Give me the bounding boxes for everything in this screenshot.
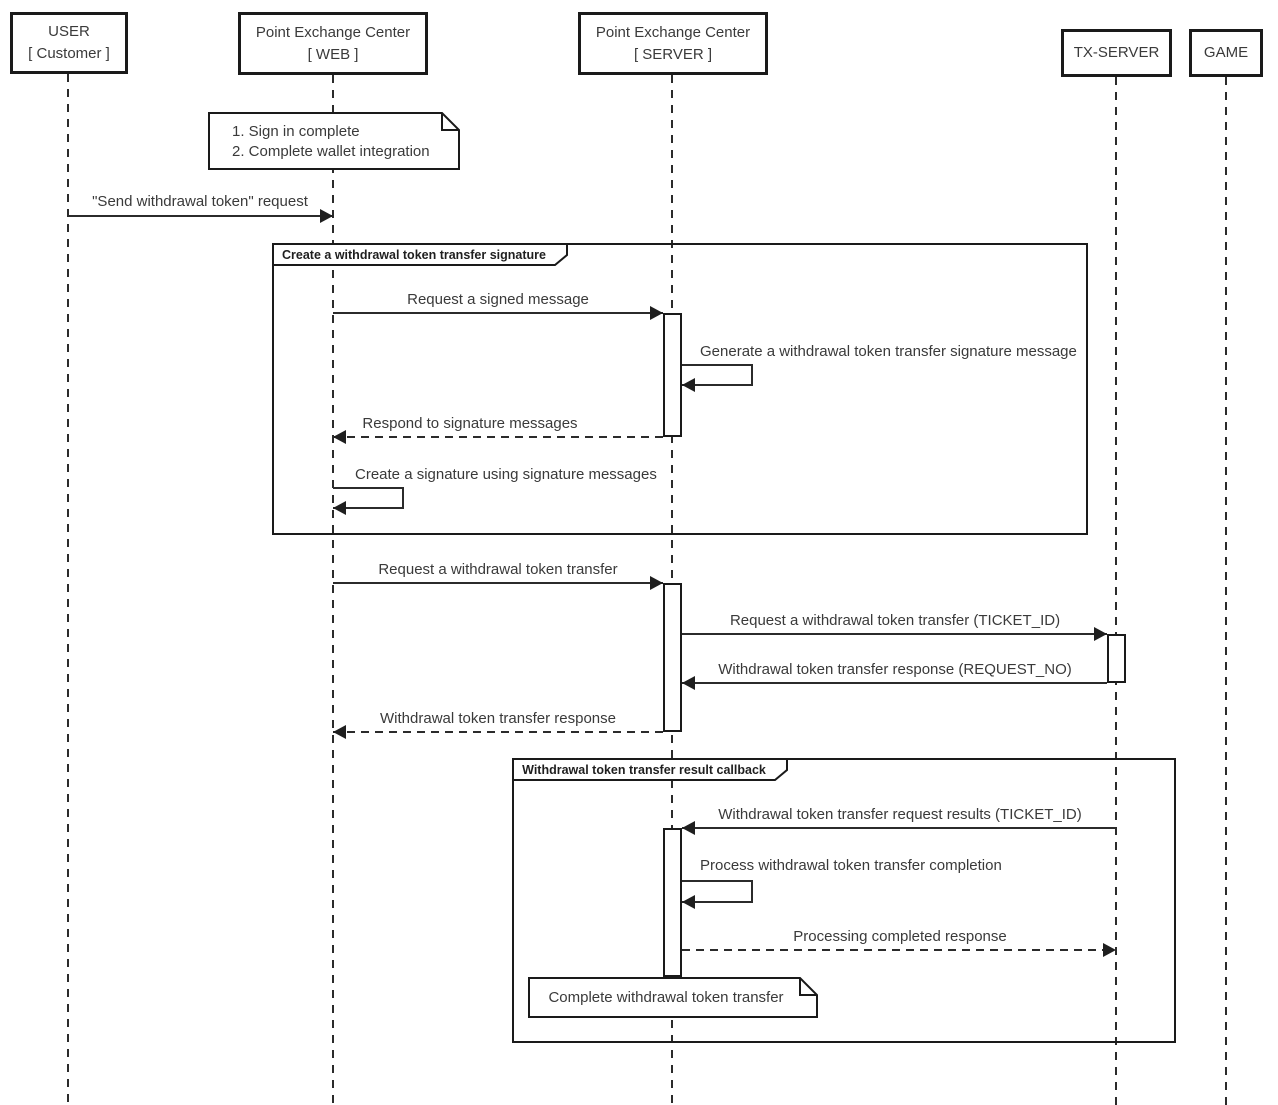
actor-name: TX-SERVER — [1073, 44, 1160, 62]
actor-user: USER [ Customer ] — [10, 12, 128, 74]
actor-name: GAME — [1203, 44, 1249, 62]
note-complete-transfer: Complete withdrawal token transfer — [528, 977, 818, 1018]
note-shape-icon — [208, 112, 460, 170]
fragment-result-callback: Withdrawal token transfer result callbac… — [512, 758, 1176, 1043]
actor-name: Point Exchange Center — [595, 23, 751, 41]
actor-name: Point Exchange Center — [255, 23, 411, 41]
actor-tx-server: TX-SERVER — [1061, 29, 1172, 77]
actor-sub: [ WEB ] — [307, 45, 359, 63]
message-label: Withdrawal token transfer response (REQU… — [718, 661, 1072, 678]
fragment-tab-icon — [512, 758, 788, 781]
message-line — [68, 215, 333, 217]
actor-game: GAME — [1189, 29, 1263, 77]
message-label: Withdrawal token transfer response — [380, 710, 616, 727]
lifeline-pec-web — [332, 75, 334, 1105]
activation-tx-server — [1107, 634, 1126, 683]
activation-server-3 — [663, 828, 682, 977]
arrowhead-left-icon — [333, 725, 346, 739]
lifeline-user — [67, 74, 69, 1105]
actor-name: USER — [48, 23, 90, 41]
actor-sub: [ SERVER ] — [633, 45, 713, 63]
arrowhead-right-icon — [1094, 627, 1107, 641]
note-shape-icon — [528, 977, 818, 1018]
actor-pec-server: Point Exchange Center [ SERVER ] — [578, 12, 768, 75]
fragment-tab-icon — [272, 243, 568, 266]
activation-server-2 — [663, 583, 682, 732]
actor-pec-web: Point Exchange Center [ WEB ] — [238, 12, 428, 75]
message-label: Request a withdrawal token transfer (TIC… — [729, 612, 1061, 629]
lifeline-game — [1225, 77, 1227, 1105]
note-text: Complete withdrawal token transfer — [528, 977, 818, 1018]
message-line — [333, 582, 663, 584]
lifeline-tx-server — [1115, 77, 1117, 1105]
message-line — [682, 633, 1107, 635]
note-precondition: 1. Sign in complete 2. Complete wallet i… — [208, 112, 460, 170]
message-line — [682, 682, 1107, 684]
actor-sub: [ Customer ] — [28, 45, 110, 62]
activation-server-1 — [663, 313, 682, 437]
fragment-label: Withdrawal token transfer result callbac… — [522, 762, 766, 777]
note-line: Complete withdrawal token transfer — [548, 988, 784, 1006]
fragment-create-signature: Create a withdrawal token transfer signa… — [272, 243, 1088, 535]
note-line: 1. Sign in complete — [232, 123, 360, 140]
note-text: 1. Sign in complete 2. Complete wallet i… — [208, 112, 460, 170]
message-line — [333, 731, 663, 733]
arrowhead-left-icon — [682, 676, 695, 690]
note-line: 2. Complete wallet integration — [232, 143, 430, 160]
fragment-label: Create a withdrawal token transfer signa… — [282, 247, 546, 262]
arrowhead-right-icon — [650, 576, 663, 590]
message-label: "Send withdrawal token" request — [92, 193, 308, 210]
message-label: Request a withdrawal token transfer — [378, 561, 618, 578]
